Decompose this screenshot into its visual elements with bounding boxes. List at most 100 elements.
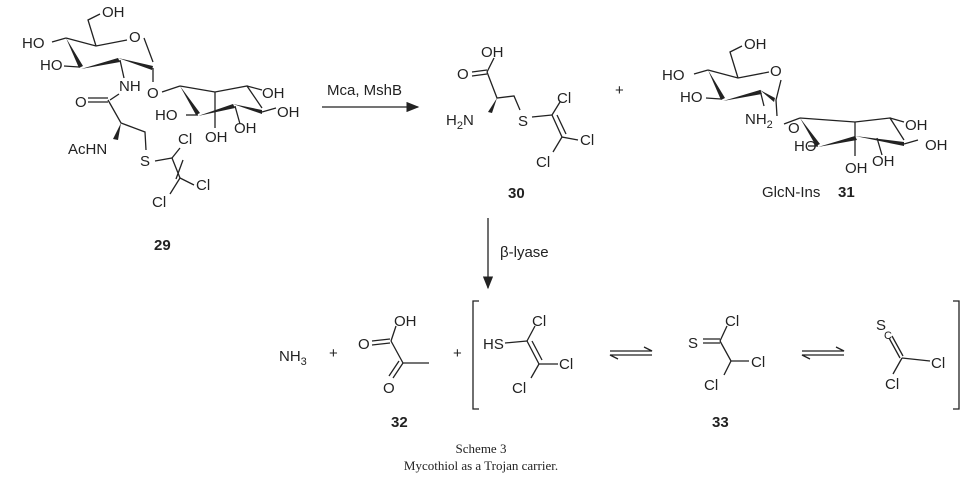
bond — [552, 136, 563, 153]
atom-label: OH — [205, 129, 228, 146]
atom-label: O — [383, 380, 395, 397]
atom-label: O — [129, 29, 141, 46]
bond — [531, 340, 543, 361]
wedge-bond — [233, 104, 262, 114]
atom-label: Cl — [751, 354, 765, 371]
caption-text: Mycothiol as a Trojan carrier. — [404, 458, 558, 473]
bond — [530, 363, 540, 379]
atom-label: Cl — [178, 131, 192, 148]
atom-label: O — [770, 63, 782, 80]
compound-30: OH O H2N S Cl Cl Cl 30 — [446, 44, 594, 202]
bond — [723, 360, 732, 376]
bond — [526, 325, 536, 342]
compound-33: S Cl Cl Cl 33 — [688, 313, 765, 431]
bond — [729, 45, 743, 79]
double-bond — [371, 338, 391, 346]
double-bond — [703, 338, 720, 344]
atom-label: OH — [234, 120, 257, 137]
atom-label: Cl — [885, 376, 899, 393]
wedge-bond — [180, 86, 200, 115]
bond — [179, 85, 263, 109]
bond — [154, 157, 195, 186]
wedge-bond — [723, 90, 762, 101]
wedge-bond — [760, 90, 775, 102]
reaction-arrow-2: β-lyase — [482, 218, 549, 290]
atom-label: OH — [394, 313, 417, 330]
bond — [551, 101, 561, 116]
atom-label: HO — [40, 57, 63, 74]
atom-label: HO — [22, 35, 45, 52]
bond — [486, 71, 521, 111]
bond — [109, 93, 120, 101]
atom-label: S — [140, 153, 150, 170]
atom-label: C — [884, 330, 892, 342]
atom-label: OH — [845, 160, 868, 177]
wedge-bond — [81, 58, 120, 69]
bond — [171, 147, 181, 159]
compound-number: 33 — [712, 414, 729, 431]
atom-label: H2N — [446, 112, 474, 132]
bond — [556, 114, 567, 135]
bond — [693, 69, 709, 75]
atom-label: Cl — [725, 313, 739, 330]
arrow-forward — [802, 346, 845, 352]
bracket-left — [472, 300, 479, 410]
bond — [65, 37, 128, 47]
atom-label: Cl — [152, 194, 166, 211]
bond — [783, 117, 801, 125]
atom-label: OH — [277, 104, 300, 121]
atom-label: Cl — [557, 90, 571, 107]
bond — [486, 57, 495, 73]
bond — [504, 340, 528, 344]
atom-label: S — [876, 317, 886, 334]
atom-label: Cl — [512, 380, 526, 397]
bond — [161, 85, 181, 93]
atom-label: O — [457, 66, 469, 83]
atom-label: HO — [794, 138, 817, 155]
bond — [234, 105, 241, 125]
equilibrium-arrow-2 — [801, 346, 845, 360]
atom-label: O — [75, 94, 87, 111]
atom-label: Cl — [704, 377, 718, 394]
equilibrium-arrow-1 — [609, 346, 653, 360]
compound-number: 30 — [508, 185, 525, 202]
bond — [107, 99, 147, 151]
arrow-reverse — [801, 354, 844, 360]
bond — [719, 340, 749, 362]
bond — [175, 159, 184, 180]
reagent-label: Mca, MshB — [327, 82, 402, 99]
atom-label: S — [688, 335, 698, 352]
wedge-bond — [855, 136, 904, 146]
thiol-intermediate: HS Cl Cl Cl — [483, 313, 573, 397]
wedge-bond — [66, 38, 83, 68]
bond — [143, 37, 154, 63]
reaction-arrow-1: Mca, MshB — [322, 82, 420, 113]
plus-sign: + — [453, 345, 462, 362]
ammonia-formula: NH3 — [279, 348, 307, 368]
atom-label: OH — [102, 4, 125, 21]
arrow-forward — [610, 346, 653, 352]
atom-label: AcHN — [68, 141, 107, 158]
wedge-bond — [488, 98, 497, 113]
bond — [246, 85, 263, 91]
plus-sign: + — [329, 345, 338, 362]
bond — [261, 107, 277, 113]
double-bond — [888, 335, 904, 359]
double-bond — [388, 360, 404, 379]
bond — [901, 357, 931, 362]
arrow-reverse — [609, 354, 652, 360]
atom-label: NH2 — [745, 111, 773, 131]
compound-32: OH O O 32 — [358, 313, 429, 431]
bond — [526, 340, 558, 365]
compound-number: 32 — [391, 414, 408, 431]
bond — [51, 37, 67, 43]
bond — [551, 114, 579, 141]
atom-label: OH — [262, 85, 285, 102]
bond — [87, 13, 101, 47]
atom-label: OH — [872, 153, 895, 170]
bond — [719, 325, 728, 342]
atom-label: S — [518, 113, 528, 130]
wedge-bond — [118, 58, 153, 70]
compound-number: 29 — [154, 237, 171, 254]
